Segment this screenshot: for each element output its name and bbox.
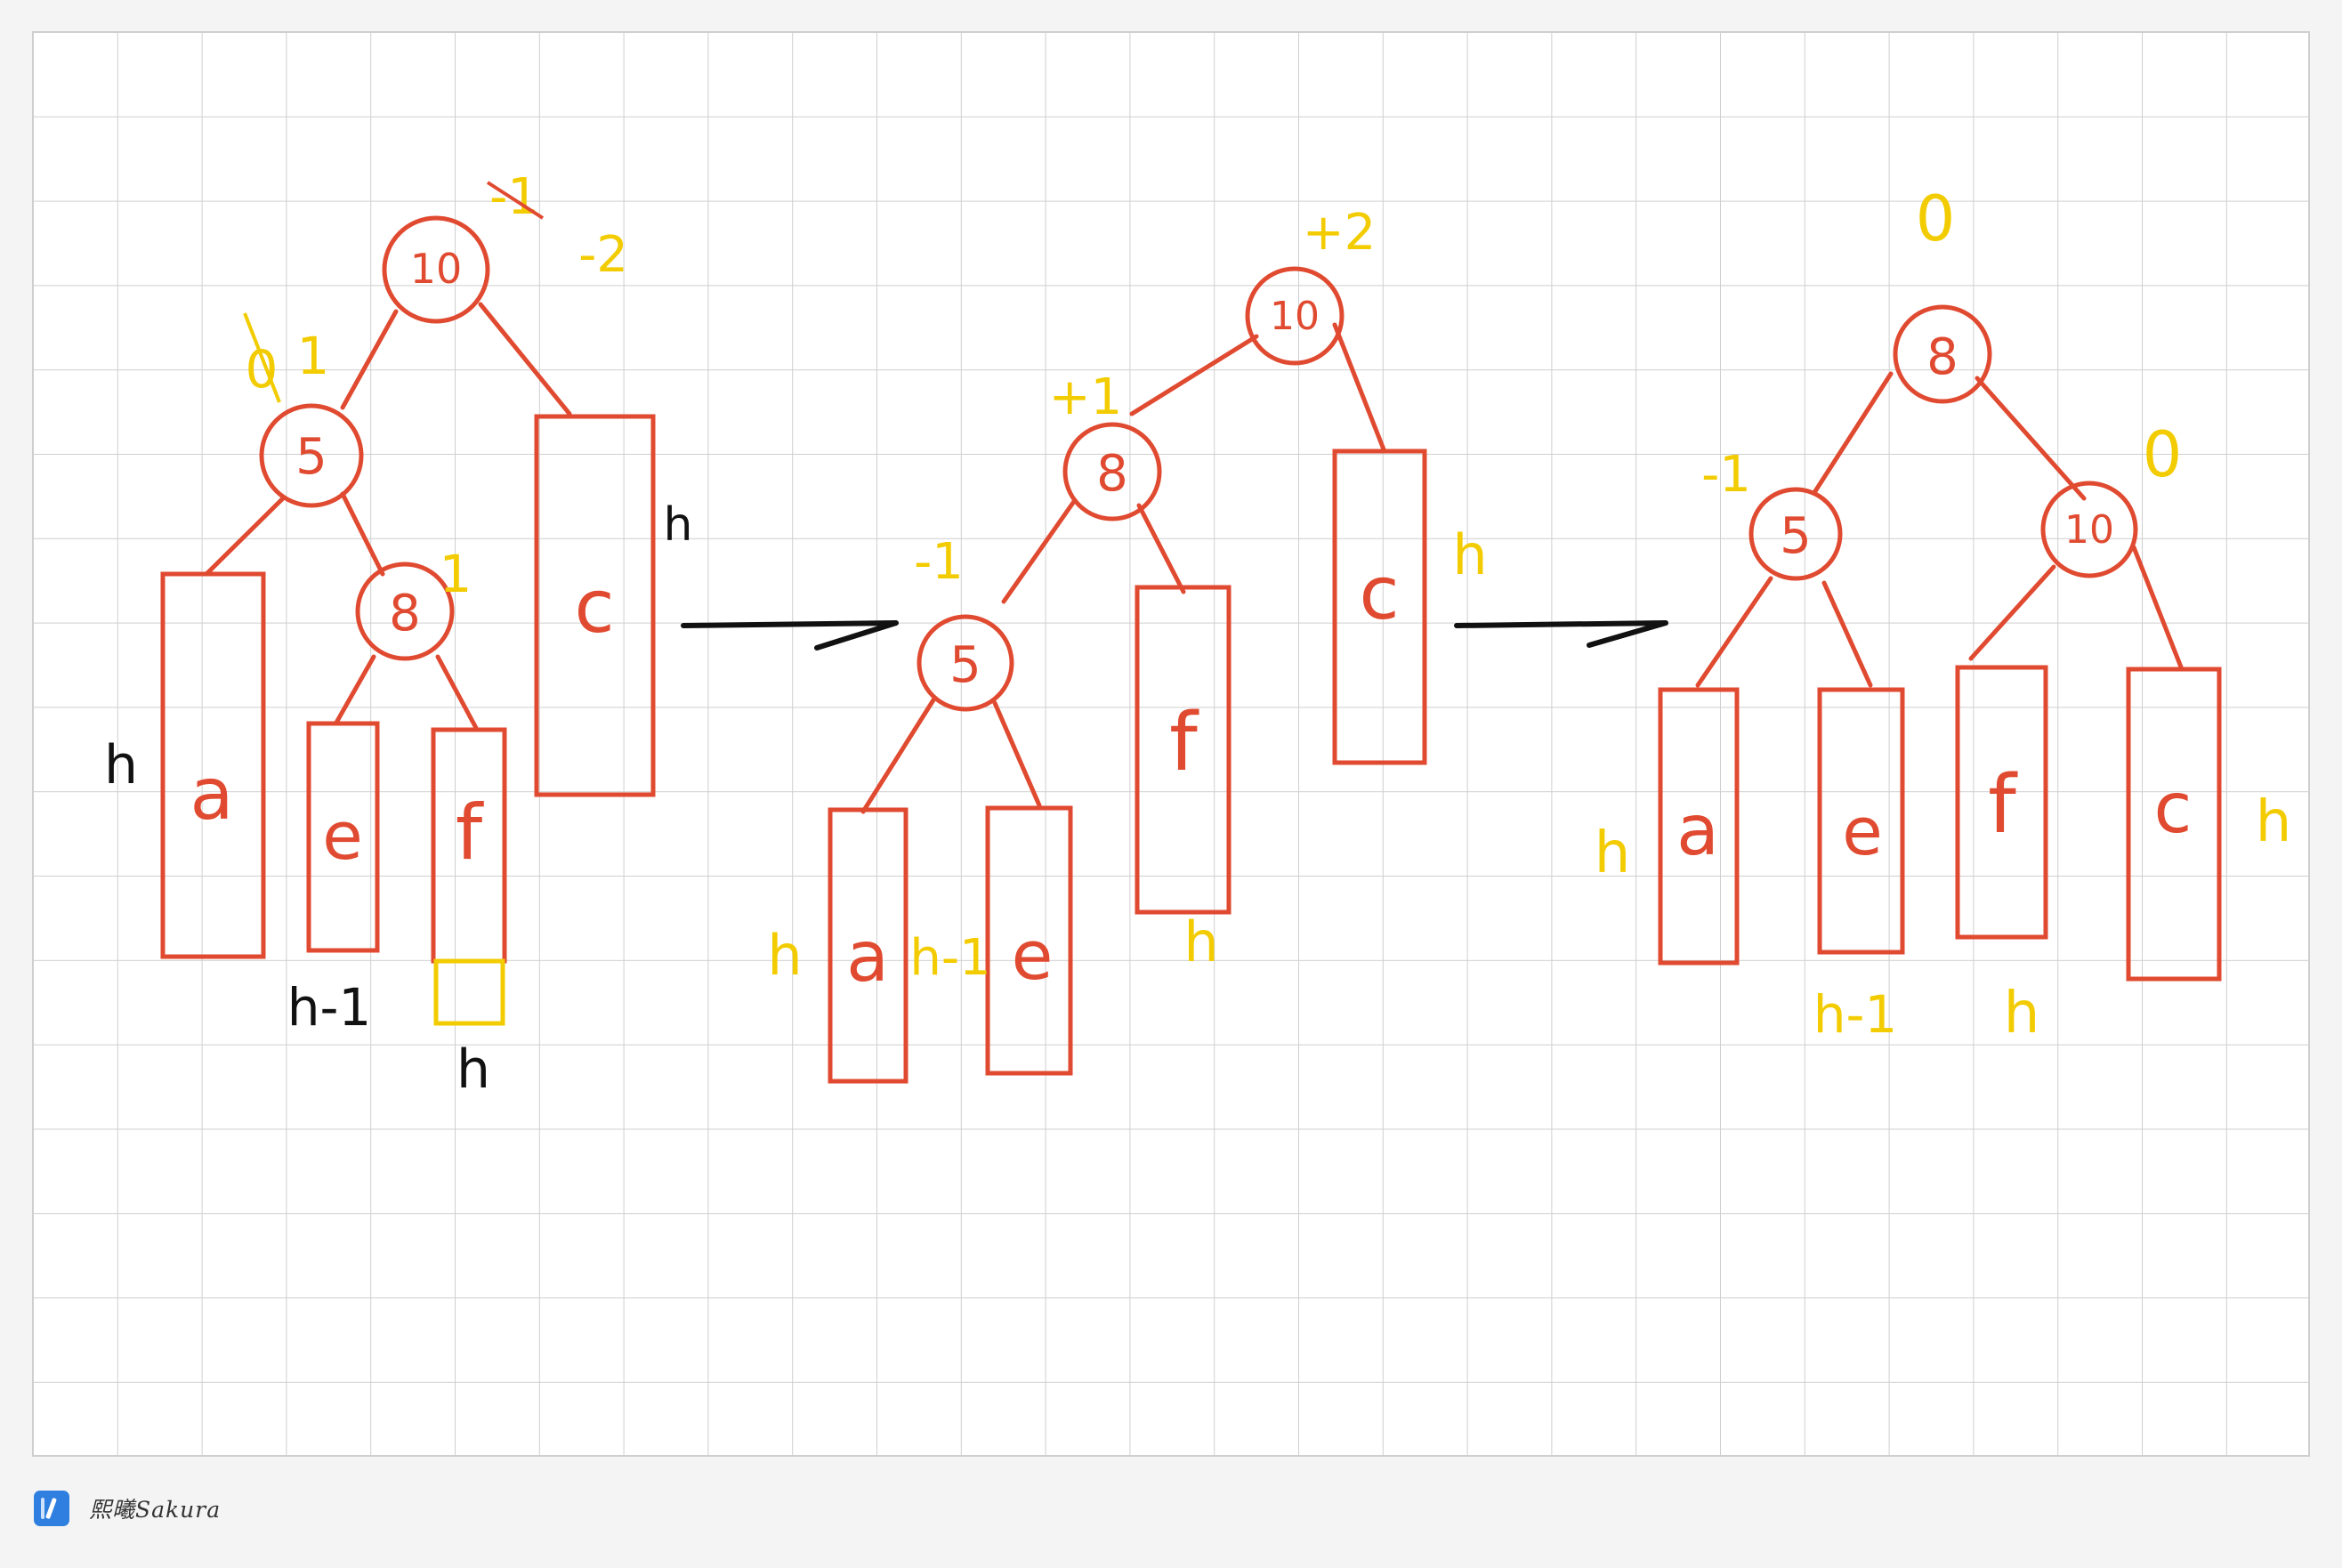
balance-5-new: 1	[297, 326, 330, 386]
added-level-box	[433, 958, 505, 1026]
balance-5-old-strike	[243, 312, 281, 403]
subtree-a	[1658, 687, 1740, 966]
footer: 熙曦Sakura	[34, 1488, 221, 1529]
node-10-label: 10	[2064, 507, 2114, 553]
node-10-label: 10	[410, 245, 463, 293]
balance-10-new: -2	[578, 226, 628, 284]
edge-5-a	[1695, 576, 1773, 688]
subtree-c	[2126, 667, 2222, 982]
subtree-c	[1332, 449, 1427, 765]
tree-2	[828, 266, 1427, 1084]
balance-10-old-strike	[486, 181, 545, 220]
balance-10-label: +2	[1303, 204, 1377, 262]
subtree-c	[534, 414, 656, 797]
balance-5-label: -1	[1701, 446, 1751, 504]
subtree-f	[1955, 665, 2048, 940]
height-added-label: h	[456, 1039, 490, 1101]
height-f-label: h	[1183, 909, 1218, 974]
subtree-f-label: f	[1988, 758, 2018, 852]
node-5	[259, 403, 364, 508]
node-10	[2040, 481, 2138, 578]
balance-10-old: -1	[489, 168, 539, 226]
edge-5-a	[860, 696, 937, 814]
subtree-c-label: c	[574, 565, 614, 650]
height-c-label: h	[1452, 522, 1487, 587]
node-8	[355, 562, 455, 661]
edge-10-8	[1129, 334, 1259, 416]
subtree-a	[828, 807, 909, 1084]
subtree-e-label: e	[1842, 794, 1883, 870]
subtree-e	[985, 805, 1073, 1076]
edge-10-c	[478, 302, 572, 416]
height-e-label: h-1	[909, 929, 990, 987]
edge-10-c	[2131, 545, 2185, 672]
tree-3	[1658, 304, 2222, 982]
node-8	[1062, 422, 1162, 521]
edge-5-8	[340, 491, 385, 577]
tree-1	[160, 215, 656, 964]
node-5-label: 5	[949, 636, 981, 694]
edge-10-f	[1968, 564, 2056, 661]
node-8-label: 8	[389, 585, 421, 643]
node-5-label: 5	[1780, 507, 1812, 565]
height-a-label: h	[1595, 820, 1631, 886]
node-8-label: 8	[1926, 328, 1958, 386]
edge-10-c	[1332, 322, 1386, 452]
subtree-a	[160, 571, 266, 959]
subtree-a-label: a	[1676, 791, 1719, 871]
edge-8-5	[1813, 371, 1894, 494]
balance-5-label: -1	[914, 533, 964, 591]
node-10	[1245, 266, 1345, 366]
subtree-f-label: f	[1169, 696, 1199, 789]
height-c-label: h	[664, 498, 693, 552]
edge-5-e	[1821, 580, 1873, 688]
author-name: 熙曦Sakura	[89, 1497, 222, 1523]
grid-lines	[32, 31, 2310, 1457]
height-a-label: h	[767, 923, 802, 988]
node-5-label: 5	[295, 428, 327, 486]
notes-app-icon	[34, 1491, 69, 1526]
balance-8-label: 1	[440, 544, 472, 604]
edge-8-10	[1975, 376, 2087, 501]
node-10-label: 10	[1270, 294, 1320, 339]
subtree-e	[306, 721, 380, 953]
height-a-label: h	[104, 734, 138, 796]
subtree-c-label: c	[2154, 769, 2193, 849]
edge-8-5	[1001, 497, 1078, 604]
balance-8-label: 0	[1916, 182, 1956, 255]
arrow-1	[681, 620, 899, 651]
subtree-c-label: c	[1359, 552, 1399, 636]
edge-5-a	[204, 496, 286, 577]
edge-8-f	[1136, 503, 1186, 594]
node-5	[1748, 487, 1843, 581]
edge-8-e	[334, 654, 376, 725]
balance-8-label: +1	[1049, 368, 1123, 426]
subtree-e-label: e	[322, 798, 363, 875]
subtree-a-label: a	[846, 917, 889, 998]
edge-5-e	[992, 700, 1042, 808]
subtree-f-label: f	[456, 788, 484, 877]
edge-10-5	[340, 309, 399, 410]
balance-10-label: 0	[2143, 418, 2183, 491]
arrow-2	[1454, 620, 1668, 648]
node-8	[1893, 304, 1992, 404]
subtree-e	[1817, 687, 1905, 955]
height-f-label: h	[2004, 981, 2040, 1047]
node-5	[917, 614, 1014, 712]
height-c-label: h	[2256, 789, 2292, 855]
height-e-label: h-1	[1813, 984, 1898, 1045]
node-10	[382, 215, 490, 324]
subtree-f	[1135, 585, 1232, 915]
height-e-label: h-1	[287, 977, 372, 1038]
subtree-a-label: a	[190, 753, 233, 836]
edge-8-f	[435, 654, 479, 731]
subtree-e-label: e	[1012, 916, 1054, 995]
node-8-label: 8	[1096, 445, 1128, 503]
